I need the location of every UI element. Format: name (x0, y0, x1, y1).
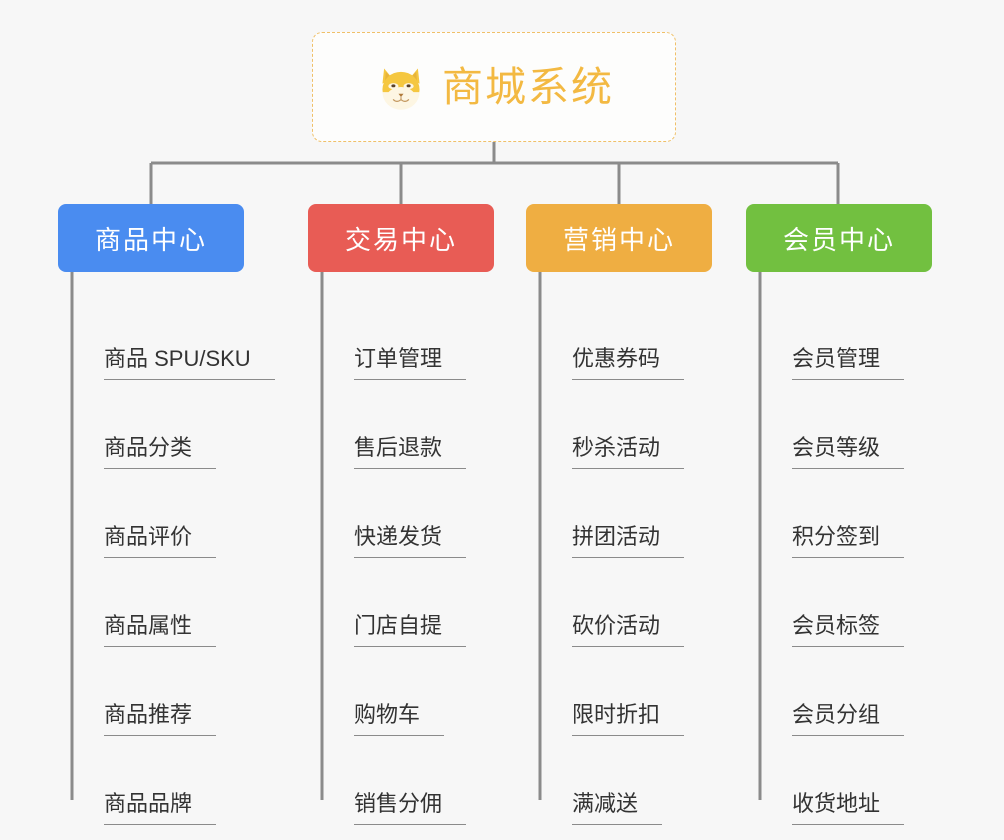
leaf-item[interactable]: 商品属性 (72, 563, 244, 652)
leaf-item[interactable]: 商品评价 (72, 474, 244, 563)
leaf-list-1: 订单管理 售后退款 快递发货 门店自提 购物车 销售分佣 (308, 272, 494, 830)
leaf-item[interactable]: 门店自提 (322, 563, 494, 652)
leaf-item[interactable]: 会员等级 (760, 385, 932, 474)
category-box-1[interactable]: 交易中心 (308, 204, 494, 272)
leaf-label: 商品分类 (104, 435, 217, 469)
leaf-label: 会员等级 (792, 435, 905, 469)
leaf-label: 商品属性 (104, 613, 217, 647)
leaf-label: 售后退款 (354, 435, 467, 469)
leaf-item[interactable]: 积分签到 (760, 474, 932, 563)
branch-column-0: 商品中心 商品 SPU/SKU 商品分类 商品评价 商品属性 商品推荐 商品品牌 (58, 204, 275, 830)
leaf-label: 拼团活动 (572, 524, 685, 558)
root-title: 商城系统 (442, 63, 614, 110)
leaf-item[interactable]: 商品品牌 (72, 741, 244, 830)
leaf-item[interactable]: 砍价活动 (540, 563, 712, 652)
leaf-item[interactable]: 拼团活动 (540, 474, 712, 563)
root-node[interactable]: 商城系统 (312, 32, 676, 142)
leaf-label: 会员管理 (792, 346, 905, 380)
leaf-label: 销售分佣 (354, 791, 467, 825)
leaf-item[interactable]: 会员标签 (760, 563, 932, 652)
category-label: 营销中心 (562, 224, 675, 255)
category-box-2[interactable]: 营销中心 (526, 204, 712, 272)
category-box-3[interactable]: 会员中心 (746, 204, 932, 272)
shiba-dog-emoji (382, 68, 420, 110)
leaf-item[interactable]: 商品 SPU/SKU (72, 296, 275, 385)
leaf-label: 订单管理 (354, 346, 467, 380)
leaf-item[interactable]: 秒杀活动 (540, 385, 712, 474)
leaf-item[interactable]: 订单管理 (322, 296, 494, 385)
leaf-item[interactable]: 限时折扣 (540, 652, 712, 741)
leaf-label: 商品评价 (104, 524, 217, 558)
leaf-label: 秒杀活动 (572, 435, 685, 469)
leaf-label: 购物车 (354, 702, 445, 736)
leaf-item[interactable]: 收货地址 (760, 741, 932, 830)
category-box-0[interactable]: 商品中心 (58, 204, 244, 272)
leaf-label: 积分签到 (792, 524, 905, 558)
leaf-item[interactable]: 优惠券码 (540, 296, 712, 385)
leaf-label: 商品推荐 (104, 702, 217, 736)
leaf-item[interactable]: 销售分佣 (322, 741, 494, 830)
leaf-label: 快递发货 (354, 524, 467, 558)
leaf-item[interactable]: 售后退款 (322, 385, 494, 474)
leaf-item[interactable]: 购物车 (322, 652, 494, 741)
leaf-item[interactable]: 商品分类 (72, 385, 244, 474)
branch-column-1: 交易中心 订单管理 售后退款 快递发货 门店自提 购物车 销售分佣 (308, 204, 494, 830)
leaf-item[interactable]: 满减送 (540, 741, 712, 830)
leaf-list-0: 商品 SPU/SKU 商品分类 商品评价 商品属性 商品推荐 商品品牌 (58, 272, 275, 830)
leaf-label: 砍价活动 (572, 613, 685, 647)
category-label: 会员中心 (782, 224, 895, 255)
leaf-item[interactable]: 商品推荐 (72, 652, 244, 741)
leaf-list-3: 会员管理 会员等级 积分签到 会员标签 会员分组 收货地址 (746, 272, 932, 830)
leaf-label: 商品品牌 (104, 791, 217, 825)
leaf-item[interactable]: 快递发货 (322, 474, 494, 563)
branch-column-2: 营销中心 优惠券码 秒杀活动 拼团活动 砍价活动 限时折扣 满减送 (526, 204, 712, 830)
leaf-label: 优惠券码 (572, 346, 685, 380)
leaf-label: 限时折扣 (572, 702, 685, 736)
leaf-item[interactable]: 会员管理 (760, 296, 932, 385)
leaf-list-2: 优惠券码 秒杀活动 拼团活动 砍价活动 限时折扣 满减送 (526, 272, 712, 830)
leaf-label: 会员标签 (792, 613, 905, 647)
leaf-item[interactable]: 会员分组 (760, 652, 932, 741)
leaf-label: 门店自提 (354, 613, 467, 647)
leaf-label: 会员分组 (792, 702, 905, 736)
leaf-label: 收货地址 (792, 791, 905, 825)
category-label: 商品中心 (94, 224, 207, 255)
leaf-label: 满减送 (572, 791, 663, 825)
category-label: 交易中心 (344, 224, 457, 255)
branch-column-3: 会员中心 会员管理 会员等级 积分签到 会员标签 会员分组 收货地址 (746, 204, 932, 830)
leaf-label: 商品 SPU/SKU (104, 346, 275, 380)
